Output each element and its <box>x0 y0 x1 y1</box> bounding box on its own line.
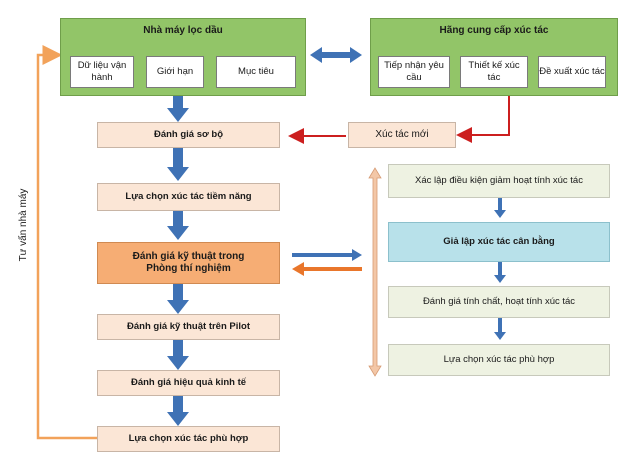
step-lab-evaluation: Đánh giá kỹ thuật trong Phòng thí nghiệm <box>97 242 280 284</box>
exchange-double-arrow <box>310 47 362 63</box>
lab-step-equilibrium-sim: Giả lập xúc tác cân bằng <box>388 222 610 262</box>
lab-to-sim-arrow <box>292 249 362 261</box>
refinery-item-operation-data: Dữ liệu vận hành <box>70 56 134 88</box>
sim-to-lab-arrow <box>292 262 362 276</box>
supplier-title: Hãng cung cấp xúc tác <box>439 25 549 36</box>
consulting-feedback-arrow <box>36 45 97 440</box>
refinery-title: Nhà máy lọc dầu <box>143 25 223 36</box>
lab-flow-arrows <box>494 198 506 340</box>
refinery-item-limits: Giới hạn <box>146 56 204 88</box>
supplier-item-propose: Đề xuất xúc tác <box>538 56 606 88</box>
step-final-selection: Lựa chọn xúc tác phù hợp <box>97 426 280 452</box>
lab-step-selection: Lựa chọn xúc tác phù hợp <box>388 344 610 376</box>
main-flow-arrows <box>167 96 189 426</box>
supplier-item-receive: Tiếp nhận yêu cầu <box>378 56 450 88</box>
consulting-side-label: Tư vấn nhà máy <box>18 188 29 262</box>
refinery-item-targets: Mục tiêu <box>216 56 296 88</box>
lab-range-double-arrow <box>368 167 382 377</box>
step-preliminary: Đánh giá sơ bộ <box>97 122 280 148</box>
lab-step-deactivation: Xác lập điều kiện giảm hoạt tính xúc tác <box>388 164 610 198</box>
lab-step-activity-evaluation: Đánh giá tính chất, hoạt tính xúc tác <box>388 286 610 318</box>
step-candidate-selection: Lựa chọn xúc tác tiềm năng <box>97 183 280 211</box>
supplier-to-new-arrow <box>456 95 510 143</box>
step-economic-evaluation: Đánh giá hiệu quả kinh tế <box>97 370 280 396</box>
step-pilot-evaluation: Đánh giá kỹ thuật trên Pilot <box>97 314 280 340</box>
supplier-item-design: Thiết kế xúc tác <box>460 56 528 88</box>
new-catalyst-box: Xúc tác mới <box>348 122 456 148</box>
